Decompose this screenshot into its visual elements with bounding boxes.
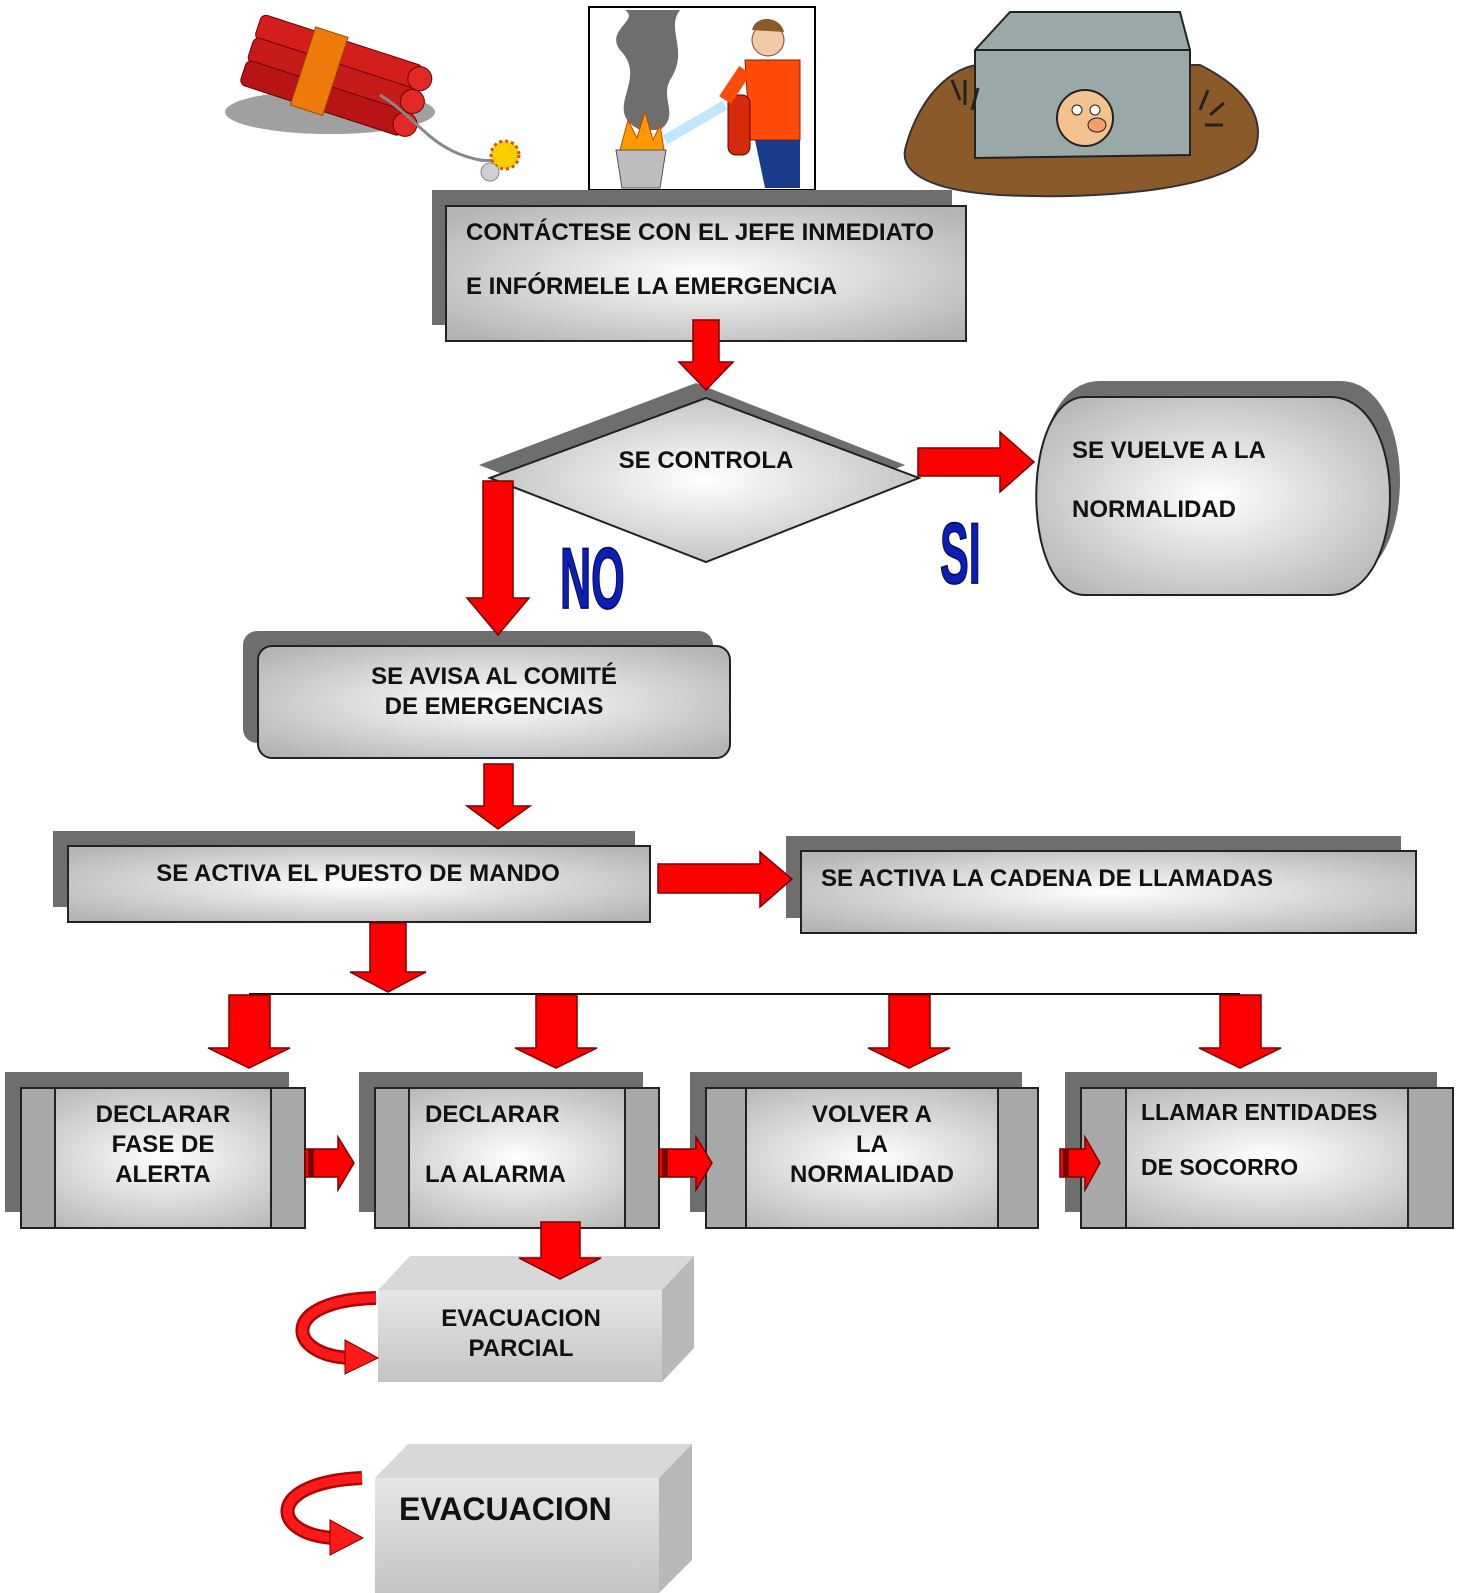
alarm-line1: DECLARAR <box>425 1101 560 1128</box>
contact-boss-box: CONTÁCTESE CON EL JEFE INMEDIATO E INFÓR… <box>432 190 967 342</box>
call-chain-box: SE ACTIVA LA CADENA DE LLAMADAS <box>786 836 1417 934</box>
alarm-line2: LA ALARMA <box>425 1161 566 1188</box>
trapped-person-icon <box>903 11 1259 198</box>
arrow-down-no <box>465 480 531 637</box>
alert-line1: DECLARAR <box>96 1101 231 1128</box>
return-normality-line2: LA <box>856 1131 888 1158</box>
arrow-right <box>304 1134 355 1193</box>
committee-box: SE AVISA AL COMITÉ DE EMERGENCIAS <box>243 631 731 759</box>
command-post-box: SE ACTIVA EL PUESTO DE MANDO <box>53 831 651 923</box>
decision-diamond: SE CONTROLA <box>479 383 922 564</box>
no-label: NO <box>560 531 625 627</box>
arrow-down <box>1198 994 1282 1069</box>
normality-line1: SE VUELVE A LA <box>1072 437 1266 464</box>
arrow-right <box>658 1134 713 1193</box>
call-chain-label: SE ACTIVA LA CADENA DE LLAMADAS <box>821 865 1273 892</box>
evacuation-label: EVACUACION <box>399 1491 612 1527</box>
alarm-box: DECLARAR LA ALARMA <box>359 1072 660 1229</box>
partial-evacuation-box: EVACUACION PARCIAL <box>378 1256 694 1382</box>
fire-extinguisher-person-icon <box>588 6 816 191</box>
arrow-right <box>1059 1134 1101 1193</box>
arrow-down <box>207 994 291 1069</box>
alert-line3: ALERTA <box>115 1161 211 1188</box>
alert-box: DECLARAR FASE DE ALERTA <box>5 1072 306 1229</box>
rescue-box: LLAMAR ENTIDADES DE SOCORRO <box>1065 1072 1454 1229</box>
contact-line2: E INFÓRMELE LA EMERGENCIA <box>466 272 837 300</box>
partial-evacuation-line2: PARCIAL <box>469 1335 574 1362</box>
arrow-right <box>657 850 794 909</box>
return-normality-line1: VOLVER A <box>812 1101 932 1128</box>
normality-line2: NORMALIDAD <box>1072 496 1236 523</box>
decision-label: SE CONTROLA <box>619 447 794 474</box>
partial-evacuation-line1: EVACUACION <box>441 1305 601 1332</box>
curved-arrow-icon <box>280 1471 365 1556</box>
arrow-down <box>514 994 598 1069</box>
arrow-down <box>867 994 951 1069</box>
arrow-down <box>349 922 427 993</box>
arrow-down <box>464 763 533 830</box>
contact-line1: CONTÁCTESE CON EL JEFE INMEDIATO <box>466 218 934 246</box>
evacuation-box: EVACUACION <box>375 1444 692 1593</box>
arrow-down <box>518 1221 602 1280</box>
normality-capsule: SE VUELVE A LA NORMALIDAD <box>1035 381 1400 596</box>
return-normality-box: VOLVER A LA NORMALIDAD <box>690 1072 1039 1229</box>
alert-line2: FASE DE <box>112 1131 215 1158</box>
arrow-down <box>677 319 735 392</box>
return-normality-line3: NORMALIDAD <box>790 1161 954 1188</box>
command-post-label: SE ACTIVA EL PUESTO DE MANDO <box>156 860 560 887</box>
arrow-right-yes <box>917 430 1036 494</box>
curved-arrow-icon <box>295 1291 380 1375</box>
yes-label: SI <box>940 506 981 602</box>
committee-line1: SE AVISA AL COMITÉ <box>371 662 617 690</box>
dynamite-icon <box>225 14 521 182</box>
rescue-line2: DE SOCORRO <box>1141 1154 1298 1180</box>
committee-line2: DE EMERGENCIAS <box>385 693 604 720</box>
rescue-line1: LLAMAR ENTIDADES <box>1141 1099 1377 1125</box>
